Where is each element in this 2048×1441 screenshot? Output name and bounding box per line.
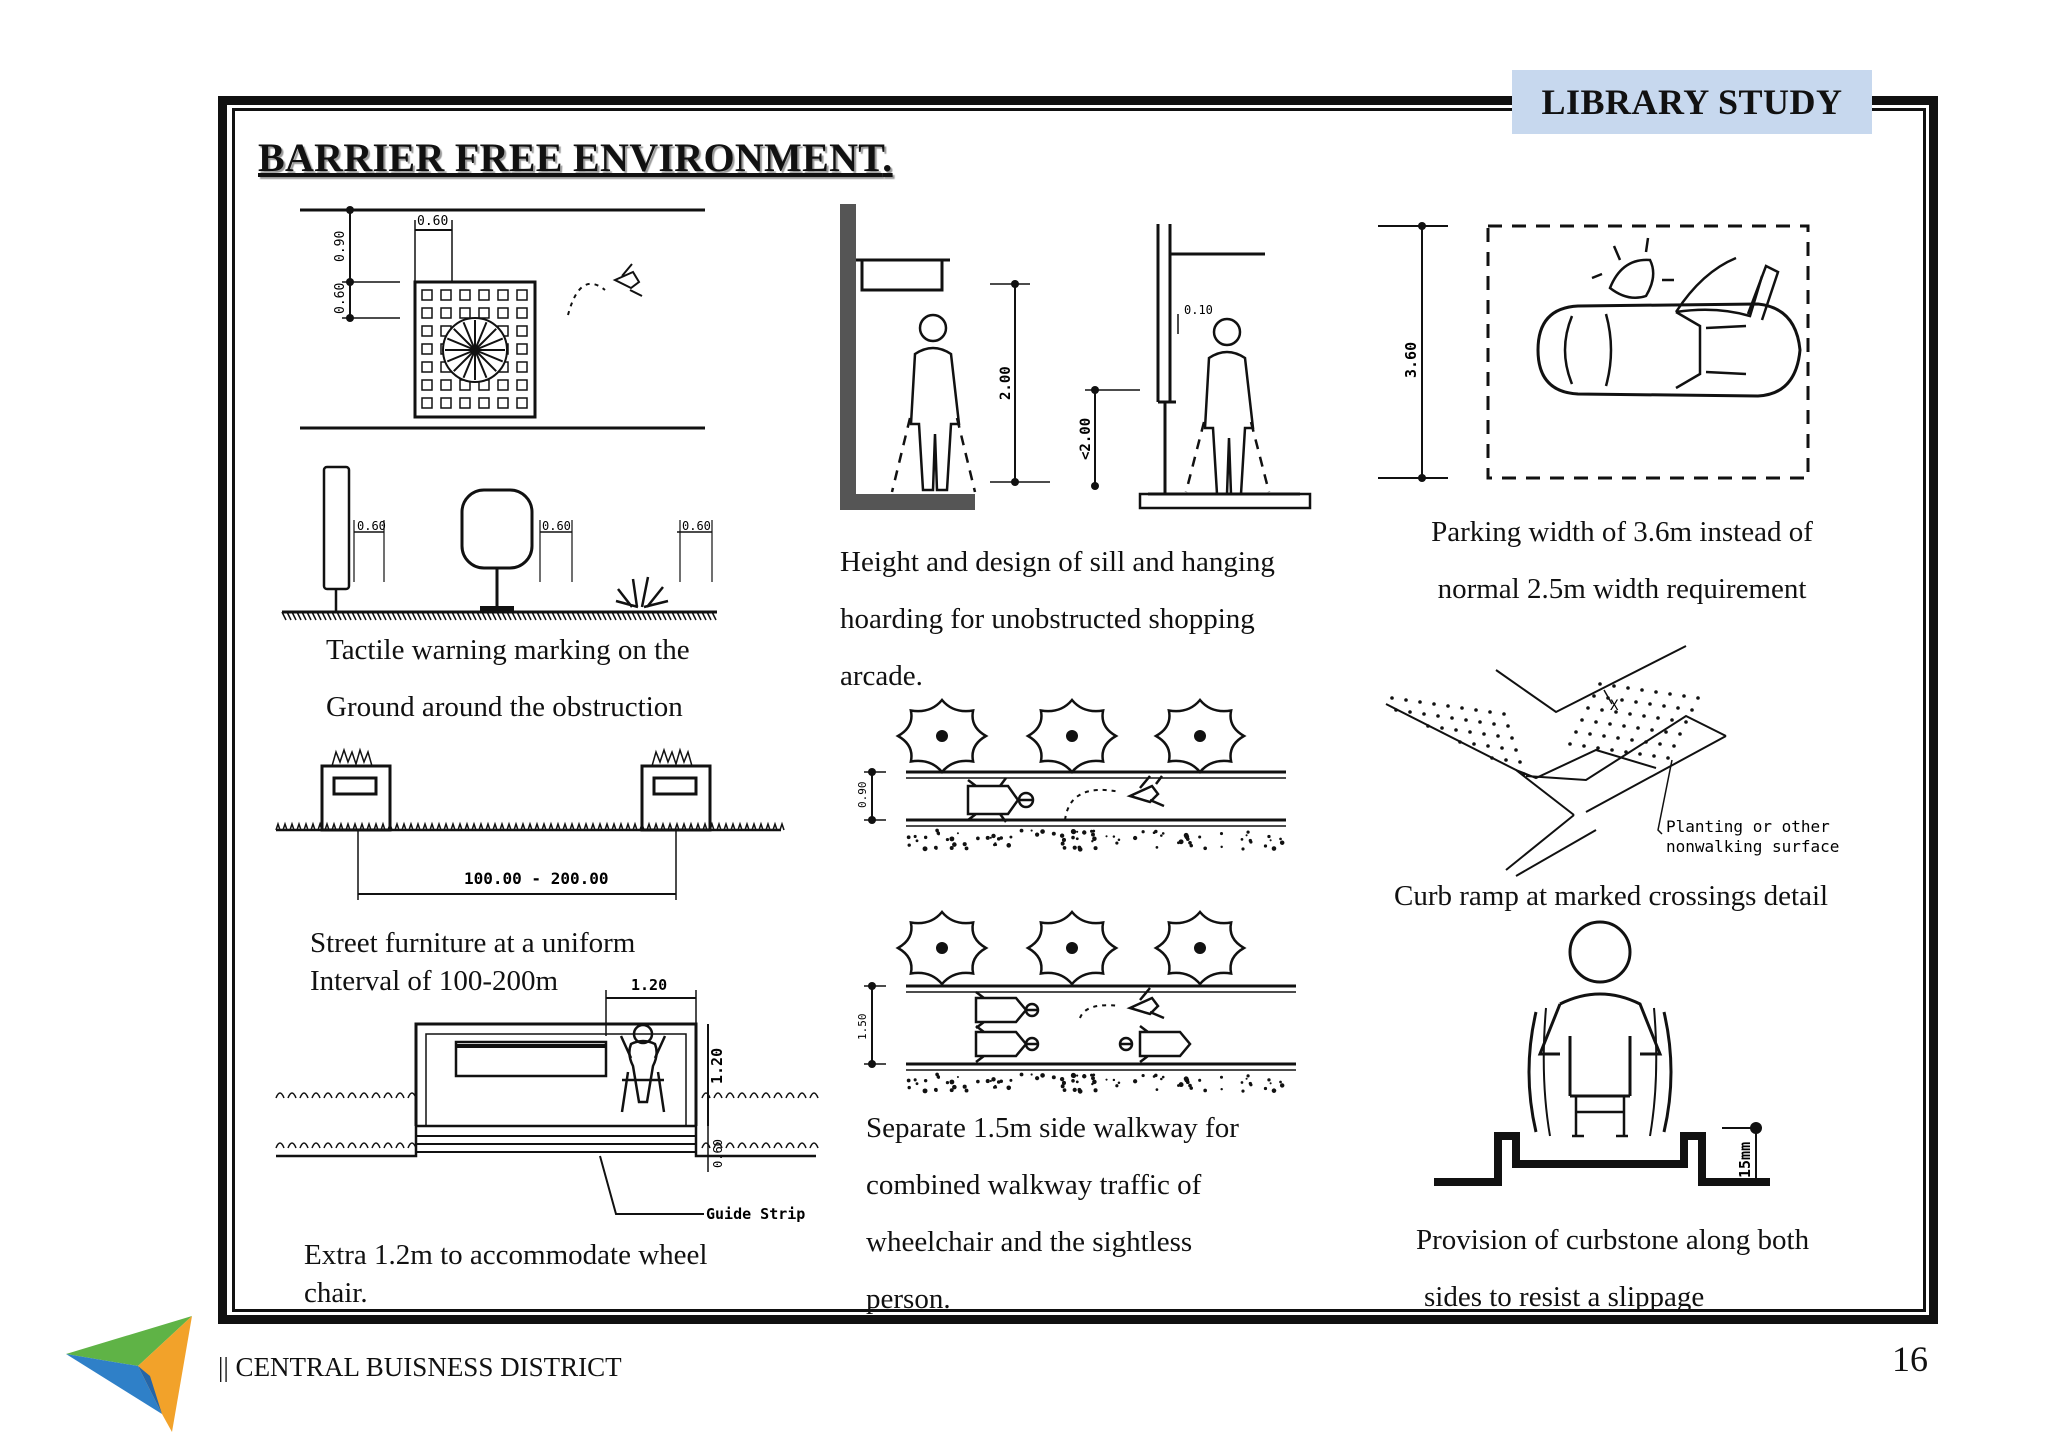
caption-walkway-line-4: person. xyxy=(866,1283,951,1315)
tactile-elev-dim-2: 0.60 xyxy=(542,519,571,533)
page-title-suffix: . xyxy=(882,135,893,180)
section-badge: LIBRARY STUDY xyxy=(1512,70,1872,134)
tactile-elev-dim-3: 0.60 xyxy=(682,519,711,533)
caption-wheelchair-line-2: chair. xyxy=(304,1277,368,1309)
walkway-a-figure: 0.90 xyxy=(850,698,1290,860)
sill-dim-b: <2.00 xyxy=(1078,418,1094,460)
page-frame-inner xyxy=(232,108,1926,1312)
caption-tactile-line-1: Tactile warning marking on the xyxy=(326,634,690,666)
tactile-plan-dim-top: 0.60 xyxy=(417,214,448,229)
caption-sill-line-2: hoarding for unobstructed shopping xyxy=(840,603,1255,635)
tactile-plan-dim-left-b: 0.60 xyxy=(333,283,348,314)
caption-wheelchair: Extra 1.2m to accommodate wheel chair. xyxy=(304,1236,707,1312)
walkway-a-dim: 0.90 xyxy=(856,782,869,809)
caption-sill-line-3: arcade. xyxy=(840,660,923,692)
curb-ramp-label-1: Planting or other xyxy=(1666,817,1830,836)
tactile-plan-figure: 0.60 0.90 0.60 xyxy=(300,200,720,440)
street-furniture-figure: 100.00 - 200.00 xyxy=(275,747,786,908)
page-number-text: 16 xyxy=(1892,1339,1928,1379)
caption-walkway-line-2: combined walkway traffic of xyxy=(866,1169,1202,1201)
walkway-b-dim: 1.50 xyxy=(856,1014,869,1041)
section-badge-label: LIBRARY STUDY xyxy=(1541,82,1843,122)
caption-sill-line-1: Height and design of sill and hanging xyxy=(840,546,1275,578)
street-furniture-dim: 100.00 - 200.00 xyxy=(464,869,609,888)
tactile-plan-dim-left-a: 0.90 xyxy=(333,231,348,262)
curb-ramp-label-2: nonwalking surface xyxy=(1666,837,1839,856)
caption-walkway-line-1: Separate 1.5m side walkway for xyxy=(866,1112,1239,1144)
walkway-b-figure: 1.50 xyxy=(850,906,1300,1106)
curb-ramp-figure: X Planting or other nonwalking surface xyxy=(1385,640,1839,880)
caption-tactile: Tactile warning marking on the Ground ar… xyxy=(326,622,690,736)
caption-parking-line-2: normal 2.5m width requirement xyxy=(1437,573,1807,605)
brand-logo xyxy=(66,1296,216,1441)
caption-parking-line-1: Parking width of 3.6m instead of xyxy=(1431,516,1813,548)
curbstone-dim: 15mm xyxy=(1736,1142,1754,1178)
curbstone-figure: 15mm xyxy=(1420,916,1780,1196)
kiosk-dim-top: 1.20 xyxy=(631,976,667,994)
parking-figure: 3.60 xyxy=(1376,210,1826,490)
sill-figure: 2.00 0.10 <2.00 xyxy=(840,204,1330,524)
caption-street-line-1: Street furniture at a uniform xyxy=(310,927,636,959)
caption-curb-ramp-text: Curb ramp at marked crossings detail xyxy=(1394,880,1829,912)
tactile-elev-dim-1: 0.60 xyxy=(357,519,386,533)
caption-curbstone: Provision of curbstone along both sides … xyxy=(1416,1212,1809,1326)
footer-title: || CENTRAL BUISNESS DISTRICT xyxy=(218,1352,622,1383)
tactile-elevation-figure: 0.60 0.60 0.60 xyxy=(281,462,722,627)
page-number: 16 xyxy=(1892,1338,1928,1380)
kiosk-figure: 1.20 1.20 0.60 Guide Strip xyxy=(275,976,819,1226)
kiosk-guide-strip-label: Guide Strip xyxy=(706,1205,805,1223)
caption-street: Street furniture at a uniform Interval o… xyxy=(310,924,635,1000)
curb-ramp-mark: X xyxy=(1610,698,1619,714)
sill-dim-c: 0.10 xyxy=(1184,303,1213,317)
sill-dim-a: 2.00 xyxy=(998,366,1014,400)
caption-wheelchair-line-1: Extra 1.2m to accommodate wheel xyxy=(304,1239,708,1271)
parking-dim: 3.60 xyxy=(1402,342,1420,378)
caption-walkway-line-3: wheelchair and the sightless xyxy=(866,1226,1193,1258)
page-title-text: BARRIER FREE ENVIRONMENT xyxy=(258,135,883,180)
caption-curbstone-line-2: sides to resist a slippage xyxy=(1424,1281,1705,1313)
caption-curbstone-line-1: Provision of curbstone along both xyxy=(1416,1224,1810,1256)
caption-tactile-line-2: Ground around the obstruction xyxy=(326,691,683,723)
footer-title-text: || CENTRAL BUISNESS DISTRICT xyxy=(218,1352,622,1382)
kiosk-dim-right: 1.20 xyxy=(708,1048,726,1084)
page-frame-outer xyxy=(218,96,1938,1324)
caption-sill: Height and design of sill and hanging ho… xyxy=(840,534,1328,705)
caption-walkway: Separate 1.5m side walkway for combined … xyxy=(866,1100,1294,1328)
caption-curb-ramp: Curb ramp at marked crossings detail xyxy=(1394,868,1828,925)
caption-parking: Parking width of 3.6m instead of normal … xyxy=(1402,504,1842,618)
caption-street-line-2: Interval of 100-200m xyxy=(310,965,559,997)
page-title: BARRIER FREE ENVIRONMENT. xyxy=(258,134,893,181)
